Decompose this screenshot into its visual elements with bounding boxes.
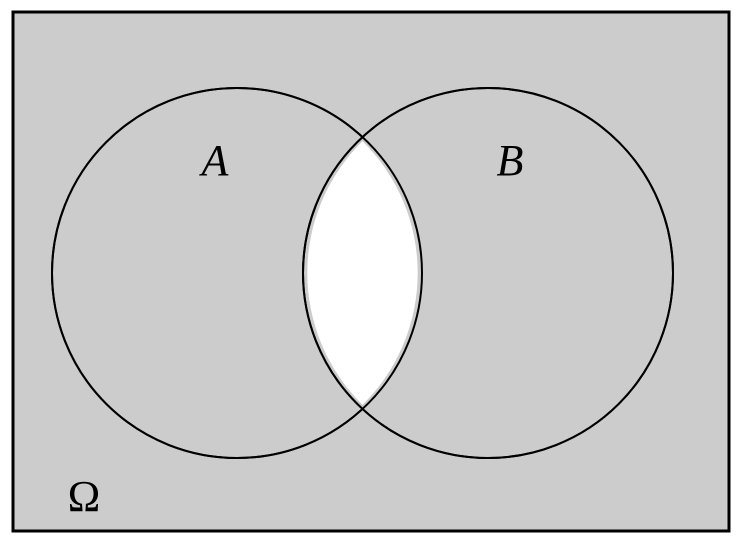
circle-a-outline — [51, 87, 423, 459]
set-label-b: B — [497, 136, 524, 185]
lens-a-intersect-b — [307, 141, 418, 405]
universe-label-omega: Ω — [68, 472, 101, 521]
circle-b-outline — [302, 87, 674, 459]
set-label-a: A — [199, 136, 230, 185]
